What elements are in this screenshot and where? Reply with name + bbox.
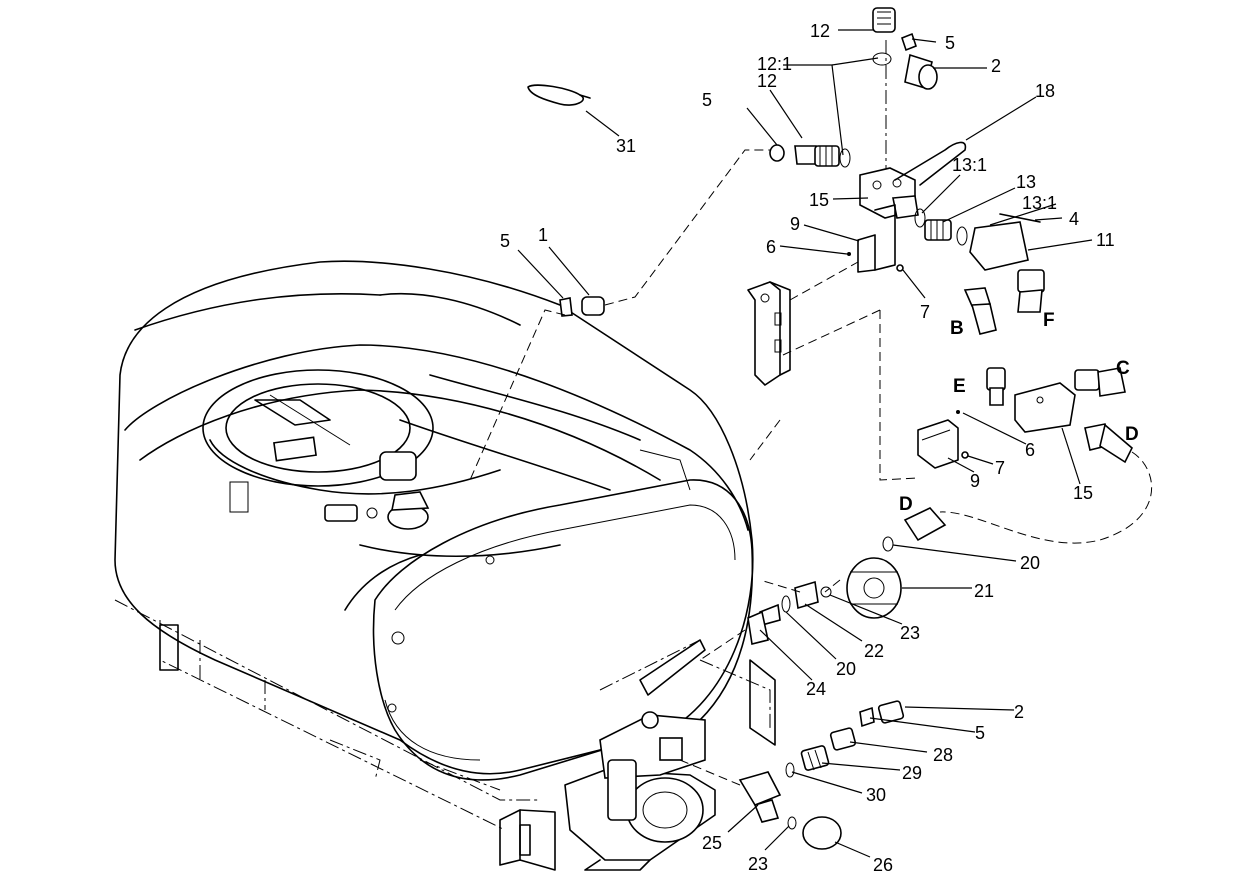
callout-7: 7 bbox=[995, 458, 1005, 478]
callout-13: 13 bbox=[1016, 172, 1036, 192]
callout-21: 21 bbox=[974, 581, 994, 601]
outlet-letter-D: D bbox=[1125, 424, 1139, 445]
callout-31: 31 bbox=[616, 136, 636, 156]
mounting-bracket bbox=[747, 281, 791, 386]
lower-fittings bbox=[679, 507, 947, 850]
callout-12: 12 bbox=[757, 71, 777, 91]
callout-24: 24 bbox=[806, 679, 826, 699]
callout-6: 6 bbox=[1025, 440, 1035, 460]
callout-5: 5 bbox=[500, 231, 510, 251]
callout-13-1: 13:1 bbox=[952, 155, 987, 175]
pump-assembly bbox=[564, 711, 716, 871]
callout-1: 1 bbox=[538, 225, 548, 245]
callout-4: 4 bbox=[1069, 209, 1079, 229]
callout-11: 11 bbox=[1096, 230, 1115, 250]
callout-12: 12 bbox=[810, 21, 830, 41]
cable-tie bbox=[527, 84, 591, 106]
callout-2: 2 bbox=[1014, 702, 1024, 722]
callout-15: 15 bbox=[1073, 483, 1093, 503]
frame-rails bbox=[114, 599, 776, 871]
callout-22: 22 bbox=[864, 641, 884, 661]
callout-23: 23 bbox=[900, 623, 920, 643]
callout-2: 2 bbox=[991, 56, 1001, 76]
callout-6: 6 bbox=[766, 237, 776, 257]
callout-5: 5 bbox=[975, 723, 985, 743]
callout-5: 5 bbox=[945, 33, 955, 53]
callout-15: 15 bbox=[809, 190, 829, 210]
callout-30: 30 bbox=[866, 785, 886, 805]
callout-18: 18 bbox=[1035, 81, 1055, 101]
callout-23: 23 bbox=[748, 854, 768, 874]
callout-7: 7 bbox=[920, 302, 930, 322]
mid-valve-assembly bbox=[917, 367, 1152, 544]
callout-5: 5 bbox=[702, 90, 712, 110]
callout-labels: 31 5 1 12 5 2 12:1 12 5 18 13:1 13 13:1 … bbox=[500, 21, 1139, 875]
callout-13-1: 13:1 bbox=[1022, 193, 1057, 213]
upper-valve-assembly bbox=[769, 7, 1045, 335]
callout-28: 28 bbox=[933, 745, 953, 765]
callout-9: 9 bbox=[970, 471, 980, 491]
callout-9: 9 bbox=[790, 214, 800, 234]
outlet-letter-B: B bbox=[950, 318, 964, 339]
outlet-letter-D: D bbox=[899, 494, 913, 515]
spray-tank bbox=[114, 260, 754, 781]
callout-12-1: 12:1 bbox=[757, 54, 792, 74]
callout-29: 29 bbox=[902, 763, 922, 783]
outlet-letter-E: E bbox=[953, 376, 966, 397]
leader-lines bbox=[517, 29, 1093, 858]
routing-lines bbox=[469, 149, 919, 593]
callout-20: 20 bbox=[836, 659, 856, 679]
callout-20: 20 bbox=[1020, 553, 1040, 573]
outlet-letter-C: C bbox=[1116, 358, 1130, 379]
outlet-letter-F: F bbox=[1043, 310, 1055, 331]
callout-26: 26 bbox=[873, 855, 893, 875]
callout-25: 25 bbox=[702, 833, 722, 853]
hose-fitting-1 bbox=[559, 296, 605, 317]
